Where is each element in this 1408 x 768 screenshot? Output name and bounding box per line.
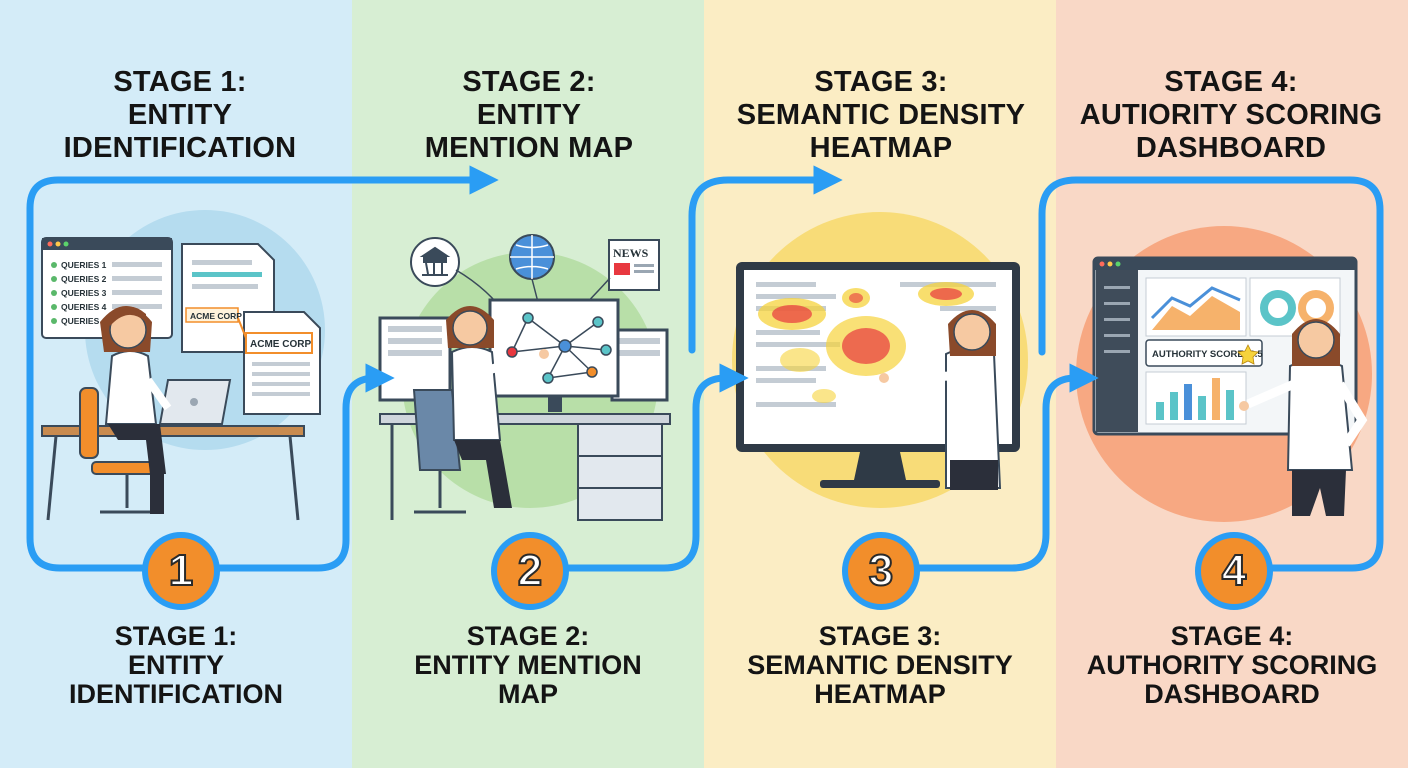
flow-link-2-to-3-upper — [688, 165, 843, 354]
query-item: QUERIES 1 — [61, 260, 107, 270]
stage-4-illustration: AUTHORITY SCORE: 8.5 — [1076, 226, 1372, 522]
stage-3-illustration — [732, 212, 1028, 508]
stage-1-number-badge: 1 — [142, 532, 220, 610]
flow-link-3-to-4 — [912, 363, 1099, 572]
stage-3-number-badge: 3 — [842, 532, 920, 610]
stage-1-illustration: QUERIES 1 QUERIES 2 QUERIES 3 QUERIES 4 … — [41, 210, 325, 521]
stage-2-illustration: NEWS — [378, 234, 671, 521]
query-list: QUERIES 1 QUERIES 2 QUERIES 3 QUERIES 4 … — [51, 260, 162, 326]
flow-loop-stage-1 — [26, 165, 499, 572]
flow-link-1-to-2 — [208, 363, 395, 572]
stage-2-caption: STAGE 2: ENTITY MENTION MAP — [414, 621, 642, 709]
query-item: QUERIES 4 — [61, 302, 107, 312]
entity-tag-small: ACME CORP — [190, 311, 242, 321]
stage-1-caption: STAGE 1: ENTITY IDENTIFICATION — [69, 621, 283, 709]
news-icon-label: NEWS — [613, 246, 649, 260]
query-item: QUERIES 3 — [61, 288, 107, 298]
entity-tag-large: ACME CORP — [250, 339, 311, 350]
stage-2-number-badge: 2 — [491, 532, 569, 610]
stage-2-title: STAGE 2: ENTITY MENTION MAP — [424, 66, 634, 164]
flow-link-3-to-4-upper — [1038, 176, 1384, 572]
stage-1-title: STAGE 1: ENTITY IDENTIFICATION — [63, 66, 297, 164]
query-item: QUERIES — [61, 316, 100, 326]
query-item: QUERIES 2 — [61, 274, 107, 284]
stage-4-caption: STAGE 4: AUTHORITY SCORING DASHBOARD — [1086, 621, 1378, 709]
flow-link-2-to-3 — [561, 363, 749, 572]
stage-4-title: STAGE 4: AUTIORITY SCORING DASHBOARD — [1079, 66, 1383, 164]
authority-score-label: AUTHORITY SCORE: 8.5 — [1152, 349, 1263, 360]
stage-3-title: STAGE 3: SEMANTIC DENSITY HEATMAP — [736, 66, 1026, 164]
stage-4-number-badge: 4 — [1195, 532, 1273, 610]
stage-3-caption: STAGE 3: SEMANTIC DENSITY HEATMAP — [747, 621, 1013, 709]
